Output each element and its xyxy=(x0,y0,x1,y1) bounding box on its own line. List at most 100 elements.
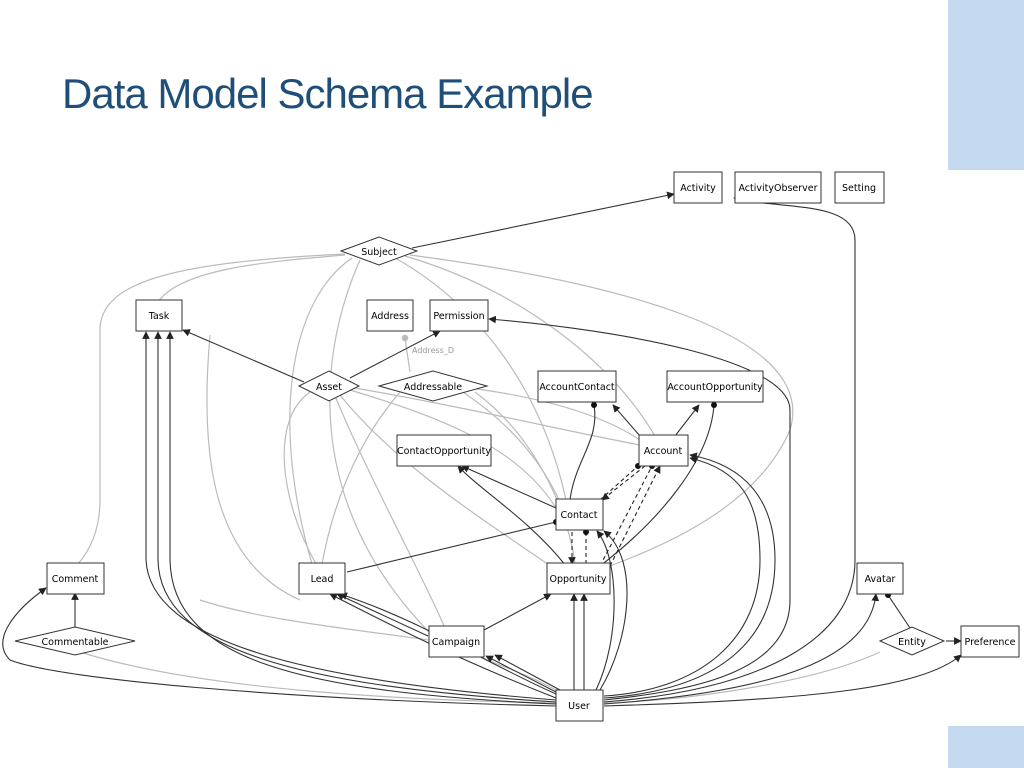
association-edges xyxy=(2,191,962,707)
slide-title: Data Model Schema Example xyxy=(62,70,594,117)
svg-text:AccountContact: AccountContact xyxy=(539,382,615,393)
edge-addressable-lead xyxy=(321,391,401,565)
edge-user-comment xyxy=(2,587,557,707)
node-addressable: Addressable xyxy=(377,370,489,402)
edge-lead-contact xyxy=(346,519,559,573)
edge-asset-task xyxy=(182,329,305,383)
svg-text:Addressable: Addressable xyxy=(404,382,462,393)
edge-account-accountopportunity xyxy=(674,404,700,437)
edge-task-lead-grey xyxy=(206,334,301,601)
node-contactopportunity: ContactOpportunity xyxy=(396,434,492,467)
edge-entity-avatar xyxy=(885,592,911,629)
edge-dashed-contact-account xyxy=(599,463,641,501)
edge-subject-contact xyxy=(394,257,567,501)
nodes: Activity ActivityObserver Setting Subjec… xyxy=(14,171,1020,722)
edge-commentable-user xyxy=(79,651,557,704)
edge-contact-contactopportunity xyxy=(461,465,557,509)
edge-asset-account xyxy=(354,387,641,446)
svg-text:Commentable: Commentable xyxy=(42,637,109,648)
svg-text:User: User xyxy=(568,701,590,712)
node-lead: Lead xyxy=(298,562,346,595)
edge-subject-campaign xyxy=(329,259,431,634)
svg-text:Permission: Permission xyxy=(433,311,484,322)
edge-opportunity-contactopportunity xyxy=(457,465,567,567)
edge-campaign-lead xyxy=(336,593,429,637)
edge-user-task-1 xyxy=(142,331,557,701)
edge-addressable-contact xyxy=(459,389,561,503)
edge-subject-lead xyxy=(289,257,353,565)
edge-user-preference xyxy=(603,654,962,707)
svg-text:Subject: Subject xyxy=(361,247,397,258)
edge-user-contact-2 xyxy=(599,530,628,691)
node-account: Account xyxy=(638,434,689,467)
node-permission: Permission xyxy=(429,299,489,332)
edge-subject-opportunity xyxy=(409,254,794,567)
node-preference: Preference xyxy=(960,625,1020,658)
edge-user-account xyxy=(603,455,761,697)
edge-dashed-opportunity-account-2 xyxy=(609,465,661,567)
edge-user-permission xyxy=(488,315,791,701)
svg-text:Opportunity: Opportunity xyxy=(549,574,606,585)
svg-text:Lead: Lead xyxy=(311,574,334,585)
edge-campaign-opportunity xyxy=(483,593,552,631)
svg-text:Comment: Comment xyxy=(52,574,99,585)
edge-user-campaign-2 xyxy=(494,654,561,691)
node-entity: Entity xyxy=(878,626,946,656)
svg-text:Contact: Contact xyxy=(561,510,598,521)
edge-account-accountcontact xyxy=(612,404,641,437)
node-accountopportunity: AccountOpportunity xyxy=(666,370,764,403)
edge-user-campaign xyxy=(485,655,557,693)
edge-asset-lead xyxy=(283,391,317,565)
edge-addressable-account xyxy=(469,387,641,441)
edge-comment-campaign-grey xyxy=(199,599,429,641)
edge-user-task-3 xyxy=(166,331,557,705)
svg-text:Avatar: Avatar xyxy=(865,574,896,585)
node-subject: Subject xyxy=(339,236,419,266)
svg-text:ActivityObserver: ActivityObserver xyxy=(738,183,817,194)
svg-text:Task: Task xyxy=(148,311,170,322)
svg-text:Address: Address xyxy=(371,311,409,322)
accent-bar-top xyxy=(948,0,1024,170)
svg-text:ContactOpportunity: ContactOpportunity xyxy=(397,446,491,457)
edge-user-avatar xyxy=(603,593,880,705)
node-activityobserver: ActivityObserver xyxy=(734,171,822,204)
edge-dashed-opportunity-account-1 xyxy=(599,463,655,567)
edge-user-activity xyxy=(603,196,856,703)
node-commentable: Commentable xyxy=(14,626,136,656)
svg-text:Setting: Setting xyxy=(842,183,876,194)
edge-user-contact xyxy=(595,530,615,691)
edge-user-account-2 xyxy=(603,452,776,699)
accent-bar-bottom xyxy=(948,726,1024,768)
edge-subject-activity xyxy=(411,191,675,249)
node-activity: Activity xyxy=(673,171,723,204)
svg-text:AccountOpportunity: AccountOpportunity xyxy=(667,382,763,393)
edge-asset-opportunity xyxy=(339,394,557,571)
node-opportunity: Opportunity xyxy=(546,562,611,595)
dashed-edges xyxy=(568,463,661,567)
edge-subject-task xyxy=(157,254,346,303)
edge-asset-permission xyxy=(349,330,441,379)
svg-text:Activity: Activity xyxy=(680,183,716,194)
svg-text:Campaign: Campaign xyxy=(432,637,480,648)
node-avatar: Avatar xyxy=(856,562,904,595)
edge-entity-user xyxy=(603,651,881,704)
node-asset: Asset xyxy=(297,370,361,402)
edge-dashed-account-contact xyxy=(601,465,646,501)
node-contact: Contact xyxy=(555,498,604,531)
node-campaign: Campaign xyxy=(428,625,485,658)
edge-contact-accountcontact xyxy=(569,402,597,501)
node-setting: Setting xyxy=(834,171,885,204)
edge-subject-account xyxy=(404,255,656,437)
node-user: User xyxy=(555,689,604,722)
node-task: Task xyxy=(135,299,183,332)
node-accountcontact: AccountContact xyxy=(537,370,617,403)
edge-user-task-2 xyxy=(154,331,557,703)
svg-text:Asset: Asset xyxy=(316,382,342,393)
svg-text:Preference: Preference xyxy=(965,637,1016,648)
svg-text:Entity: Entity xyxy=(898,637,926,648)
node-address: Address xyxy=(366,299,414,332)
edge-address-d xyxy=(401,334,411,373)
edge-asset-campaign xyxy=(334,395,446,629)
svg-text:Account: Account xyxy=(644,446,683,457)
